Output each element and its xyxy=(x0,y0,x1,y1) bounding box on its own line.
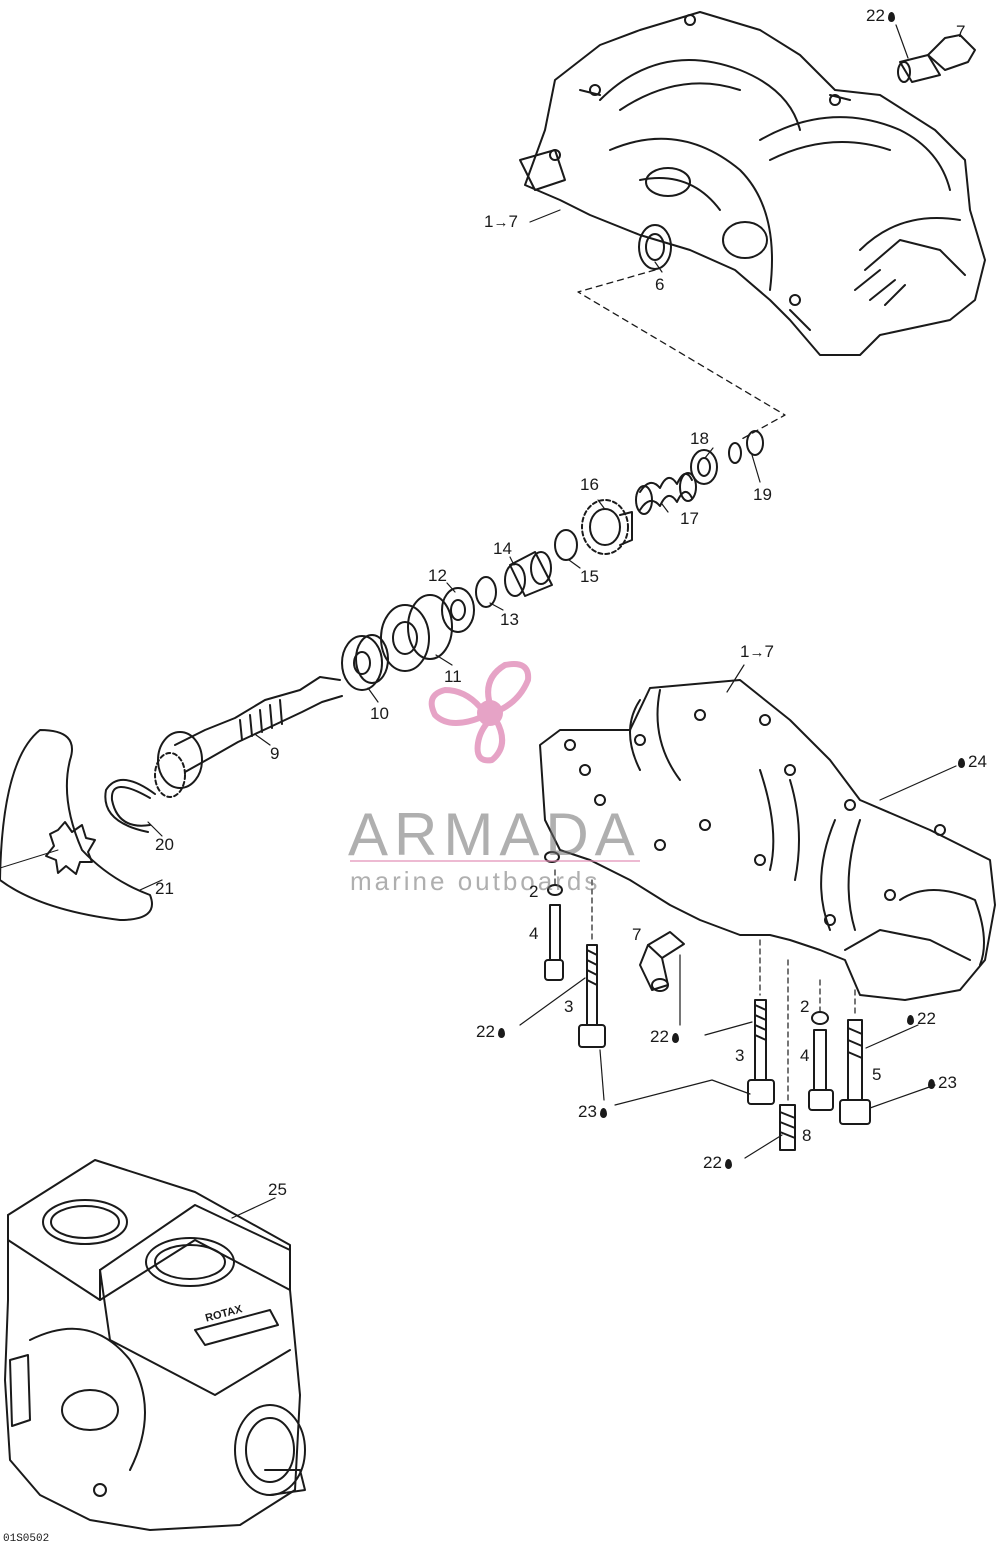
callout-4-right: 4 xyxy=(800,1046,810,1065)
callout-6: 6 xyxy=(655,275,665,294)
callout-11: 11 xyxy=(444,667,462,686)
propeller-logo-icon xyxy=(428,661,532,764)
callout-1-7-top: 1→7 xyxy=(484,212,518,231)
callout-1-7-mid: 1→7 xyxy=(740,642,774,661)
callout-2-right: 2 xyxy=(800,997,810,1016)
sealant-drop-icon xyxy=(928,1079,935,1089)
engine-assembly-25 xyxy=(4,1159,306,1531)
sealant-drop-icon xyxy=(887,12,895,22)
callout-22-right: 22 xyxy=(907,1010,936,1027)
callout-23-right: 23 xyxy=(928,1074,957,1091)
callout-5: 5 xyxy=(872,1065,882,1084)
callout-7-mid: 7 xyxy=(632,925,642,944)
callout-22-mid: 22 xyxy=(650,1028,679,1045)
document-code: 01S0502 xyxy=(3,1533,50,1545)
callout-20: 20 xyxy=(155,835,174,854)
callout-12: 12 xyxy=(428,566,447,585)
callout-3-left: 3 xyxy=(564,997,574,1016)
sealant-drop-icon xyxy=(724,1159,732,1169)
callout-9: 9 xyxy=(270,744,280,763)
sealant-drop-icon xyxy=(599,1108,607,1118)
leader-lines xyxy=(139,24,957,1219)
callout-14: 14 xyxy=(493,539,512,558)
bearing-6 xyxy=(638,224,672,270)
callout-23-left: 23 xyxy=(578,1103,607,1120)
watermark-brand-name: ARMADA xyxy=(348,801,641,868)
watermark-rule xyxy=(350,860,640,862)
callout-4-left: 4 xyxy=(529,924,539,943)
callout-22-top: 22 xyxy=(866,7,895,24)
sealant-drop-icon xyxy=(958,758,965,768)
callout-18: 18 xyxy=(690,429,709,448)
shaft-assembly xyxy=(0,430,764,921)
sealant-drop-icon xyxy=(907,1015,914,1025)
callout-22-bottom: 22 xyxy=(703,1154,732,1171)
callout-21: 21 xyxy=(155,879,174,898)
sealant-drop-icon xyxy=(497,1028,505,1038)
callout-16: 16 xyxy=(580,475,599,494)
fasteners xyxy=(544,869,871,1151)
watermark-tagline: marine outboards xyxy=(350,866,601,896)
upper-crankcase xyxy=(519,11,986,356)
lower-crankcase xyxy=(539,679,996,1001)
callout-25: 25 xyxy=(268,1180,287,1199)
callout-19: 19 xyxy=(753,485,772,504)
elbow-fitting-7-top xyxy=(897,34,976,83)
callout-13: 13 xyxy=(500,610,519,629)
callout-2-left: 2 xyxy=(529,882,539,901)
callout-17: 17 xyxy=(680,509,699,528)
callout-24: 24 xyxy=(958,753,987,770)
dashed-leader-bearing xyxy=(577,269,786,441)
callout-22-left: 22 xyxy=(476,1023,505,1040)
callout-15: 15 xyxy=(580,567,599,586)
sealant-drop-icon xyxy=(671,1033,679,1043)
callout-10: 10 xyxy=(370,704,389,723)
callout-7-top: 7 xyxy=(956,22,966,41)
callout-8: 8 xyxy=(802,1126,812,1145)
callout-3-right: 3 xyxy=(735,1046,745,1065)
